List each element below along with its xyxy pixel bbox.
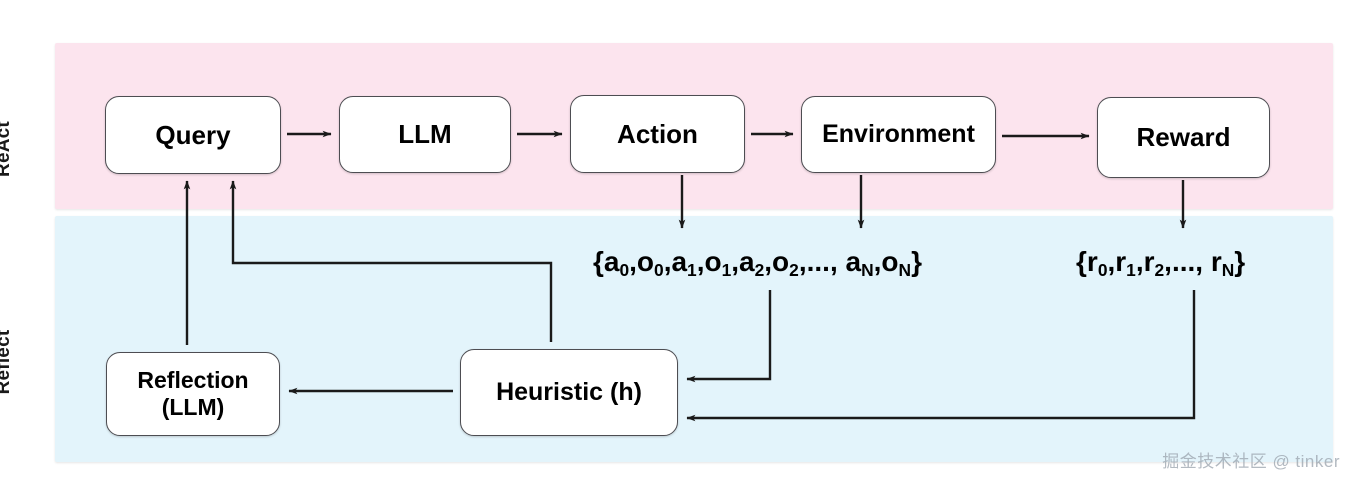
- watermark: 掘金技术社区 @ tinker: [1162, 452, 1340, 471]
- seq-term: o: [772, 246, 790, 277]
- seq-term: a: [671, 246, 688, 277]
- seq-subscript: 0: [1097, 259, 1108, 280]
- node-llm[interactable]: LLM: [339, 96, 511, 173]
- band-label-reflect: Reflect: [0, 329, 14, 395]
- node-reflection[interactable]: Reflection (LLM): [106, 352, 280, 436]
- seq-term: ...: [1171, 246, 1196, 277]
- node-reflection-line2: (LLM): [161, 394, 225, 420]
- node-environment[interactable]: Environment: [801, 96, 996, 173]
- seq-term: r: [1143, 246, 1155, 277]
- band-label-react: ReAct: [0, 121, 14, 177]
- node-reflection-line1: Reflection: [137, 366, 249, 393]
- seq-subscript: 0: [654, 259, 664, 280]
- seq-subscript: 0: [619, 259, 630, 280]
- seq-subscript: 2: [1154, 259, 1165, 280]
- node-reward[interactable]: Reward: [1097, 97, 1270, 178]
- seq-term: a: [845, 246, 862, 277]
- seq-term: o: [636, 246, 655, 277]
- seq-subscript: N: [1221, 259, 1235, 280]
- label-reward-sequence: {r0,r1,r2,..., rN}: [1076, 246, 1246, 280]
- seq-subscript: 1: [721, 259, 732, 280]
- seq-term: a: [603, 246, 620, 277]
- label-trajectory-sequence: {a0,o0,a1,o1,a2,o2,..., aN,oN}: [593, 246, 922, 280]
- seq-subscript: N: [861, 259, 874, 280]
- node-action[interactable]: Action: [570, 95, 745, 173]
- seq-subscript: N: [898, 259, 912, 280]
- node-query[interactable]: Query: [105, 96, 281, 174]
- node-heuristic[interactable]: Heuristic (h): [460, 349, 678, 436]
- seq-term: o: [704, 246, 722, 277]
- seq-subscript: 1: [687, 259, 697, 280]
- seq-term: o: [881, 246, 899, 277]
- seq-subscript: 1: [1126, 259, 1136, 280]
- seq-term: a: [739, 246, 755, 277]
- seq-term: r: [1086, 246, 1098, 277]
- seq-subscript: 2: [754, 259, 765, 280]
- node-reflection-text: Reflection (LLM): [137, 367, 248, 421]
- seq-subscript: 2: [789, 259, 799, 280]
- seq-term: r: [1210, 246, 1222, 277]
- seq-term: ...: [806, 246, 830, 277]
- seq-term: r: [1115, 246, 1127, 277]
